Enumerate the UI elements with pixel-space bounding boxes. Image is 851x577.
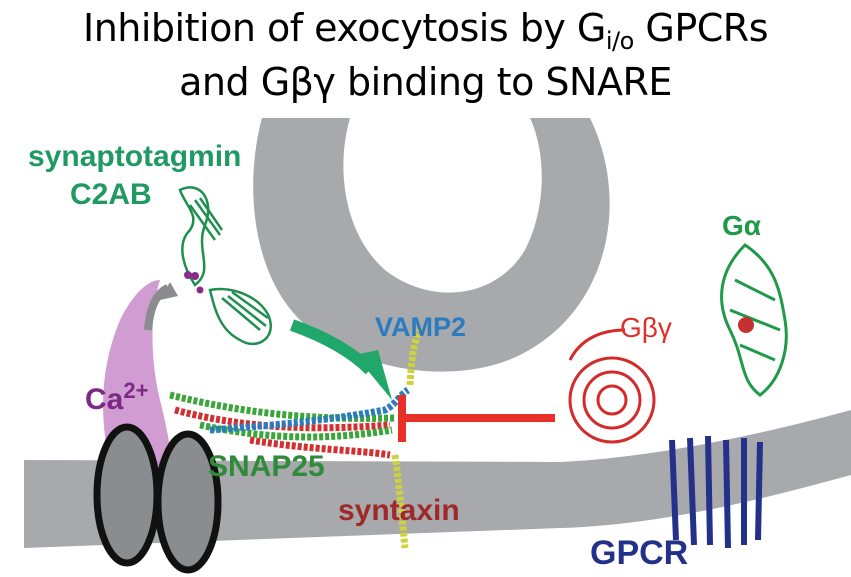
label-calcium: Ca2+ bbox=[85, 378, 148, 417]
title-line-2: and Gβγ binding to SNARE bbox=[179, 60, 672, 104]
calcium-channel-left bbox=[93, 423, 161, 567]
calcium-channel-right bbox=[154, 430, 222, 574]
title-text-suffix: GPCRs bbox=[633, 6, 768, 50]
label-gbetagamma: Gβγ bbox=[620, 312, 672, 343]
gdp-ligand bbox=[738, 317, 754, 333]
label-synaptotagmin: synaptotagmin bbox=[28, 140, 242, 173]
activation-arrowhead-icon bbox=[355, 350, 392, 400]
gbetagamma-structure bbox=[568, 328, 656, 444]
title-subscript: i/o bbox=[605, 27, 634, 55]
galpha-structure bbox=[720, 243, 788, 397]
synaptic-vesicle bbox=[253, 118, 610, 372]
plasma-membrane bbox=[24, 410, 851, 548]
title-line-1: Inhibition of exocytosis by Gi/o GPCRs bbox=[0, 6, 851, 55]
label-gpcr: GPCR bbox=[590, 534, 689, 572]
gpcr-structure bbox=[669, 435, 763, 549]
label-galpha: Gα bbox=[722, 210, 761, 241]
calcium-ion bbox=[196, 286, 204, 294]
calcium-symbol: Ca bbox=[85, 383, 124, 416]
title-text: Inhibition of exocytosis by G bbox=[83, 6, 606, 50]
label-syntaxin: syntaxin bbox=[338, 494, 460, 527]
calcium-ion bbox=[191, 272, 199, 280]
label-c2ab: C2AB bbox=[70, 178, 152, 211]
synaptotagmin-structure bbox=[178, 186, 273, 346]
label-snap25: SNAP25 bbox=[208, 450, 325, 483]
label-vamp2: VAMP2 bbox=[375, 312, 467, 342]
calcium-ion bbox=[184, 271, 192, 279]
inhibition-arrow bbox=[398, 395, 555, 442]
calcium-charge: 2+ bbox=[123, 378, 149, 403]
